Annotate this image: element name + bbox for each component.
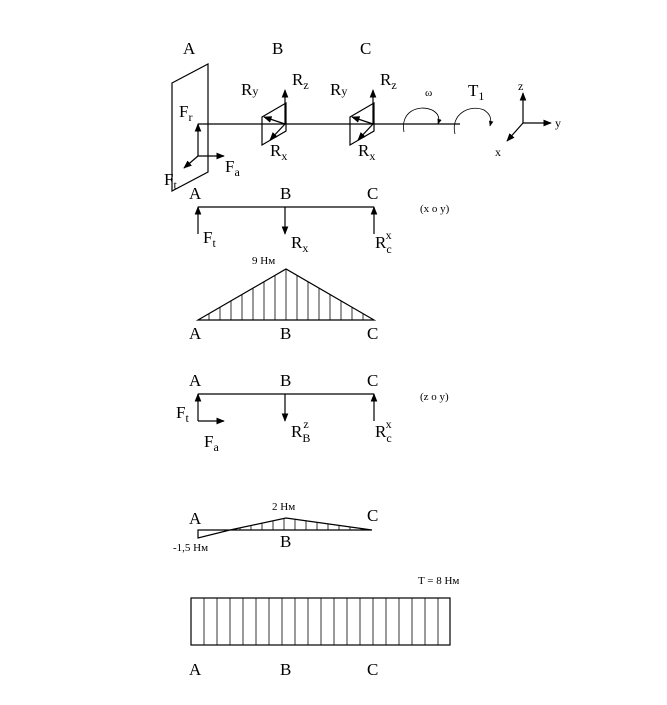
xoy-plane-label: (x o y): [420, 203, 450, 215]
torque-label-c: C: [367, 660, 378, 679]
zoy-label-c: C: [367, 371, 378, 390]
torque-rect: [190, 597, 451, 646]
ry-b-label: Ry: [241, 80, 258, 99]
zoy-loads: A B C Ft Fa RBz Rcx (z o y): [176, 371, 449, 454]
t1-arrow: [453, 108, 494, 135]
moment-zoy-label-a: A: [189, 509, 202, 528]
zoy-rb-label: RBz: [291, 417, 310, 445]
rz-b-label: Rz: [292, 70, 309, 92]
xoy-label-c: C: [367, 184, 378, 203]
label-a: A: [183, 39, 196, 58]
zoy-fa-label: Fa: [204, 432, 219, 454]
ry-b-arrow: [263, 116, 286, 125]
xoy-ft-label: Ft: [203, 228, 216, 250]
moment-xoy-label-c: C: [367, 324, 378, 343]
moment-zoy-min-label: -1,5 Нм: [173, 542, 208, 554]
ft-arrow: [183, 155, 199, 169]
rx-c-label: Rx: [358, 141, 375, 163]
axis-x: [506, 122, 524, 142]
moment-zoy-hatch: [239, 518, 362, 530]
t1-label: T1: [468, 81, 484, 103]
ft-label: Ft: [164, 170, 177, 192]
rx-b-arrow: [269, 123, 286, 141]
moment-zoy-label-b: B: [280, 532, 291, 551]
torque-hatch: [203, 598, 439, 645]
moment-xoy-label-b: B: [280, 324, 291, 343]
label-b: B: [272, 39, 283, 58]
axis-x-label: x: [495, 145, 501, 159]
axis-y-label: y: [555, 116, 561, 130]
fa-label: Fa: [225, 157, 240, 179]
moment-xoy-label-a: A: [189, 324, 202, 343]
zoy-label-b: B: [280, 371, 291, 390]
zoy-label-a: A: [189, 371, 202, 390]
torque-label-a: A: [189, 660, 202, 679]
rz-c-label: Rz: [380, 70, 397, 92]
shaft-view: A B C Fr Fa Ft Ry Rz Rx Ry Rz Rx ω: [164, 39, 561, 192]
zoy-rc-label: Rcx: [375, 417, 392, 445]
xoy-loads: A B C Ft Rx Rcx (x o y): [189, 184, 450, 256]
support-c-plane: [349, 101, 375, 147]
zoy-plane-label: (z o y): [420, 391, 449, 403]
xoy-label-a: A: [189, 184, 202, 203]
ry-c-label: Ry: [330, 80, 347, 99]
torque-label: T = 8 Нм: [418, 575, 459, 587]
xoy-rx-label: Rx: [291, 233, 308, 255]
torque-diagram: T = 8 Нм A B C: [189, 575, 459, 679]
torque-label-b: B: [280, 660, 291, 679]
moment-xoy: 9 Нм A B C: [189, 255, 378, 343]
label-c: C: [360, 39, 371, 58]
moment-xoy-max-label: 9 Нм: [252, 255, 275, 267]
fr-label: Fr: [179, 102, 192, 124]
moment-zoy: A C 2 Нм -1,5 Нм B: [173, 501, 378, 554]
moment-zoy-negative: [197, 529, 231, 539]
moment-zoy-label-c: C: [367, 506, 378, 525]
xoy-label-b: B: [280, 184, 291, 203]
support-b-plane: [261, 101, 287, 147]
xoy-rc-label: Rcx: [375, 228, 392, 256]
ry-c-arrow: [351, 116, 374, 125]
omega-label: ω: [425, 87, 432, 99]
rx-b-label: Rx: [270, 141, 287, 163]
moment-xoy-hatch: [208, 269, 364, 320]
gear-plane: [171, 63, 209, 192]
rx-c-arrow: [357, 123, 374, 141]
axis-z-label: z: [518, 79, 523, 93]
zoy-ft-label: Ft: [176, 403, 189, 425]
moment-zoy-max-label: 2 Нм: [272, 501, 295, 513]
omega-arrow: [403, 107, 442, 133]
